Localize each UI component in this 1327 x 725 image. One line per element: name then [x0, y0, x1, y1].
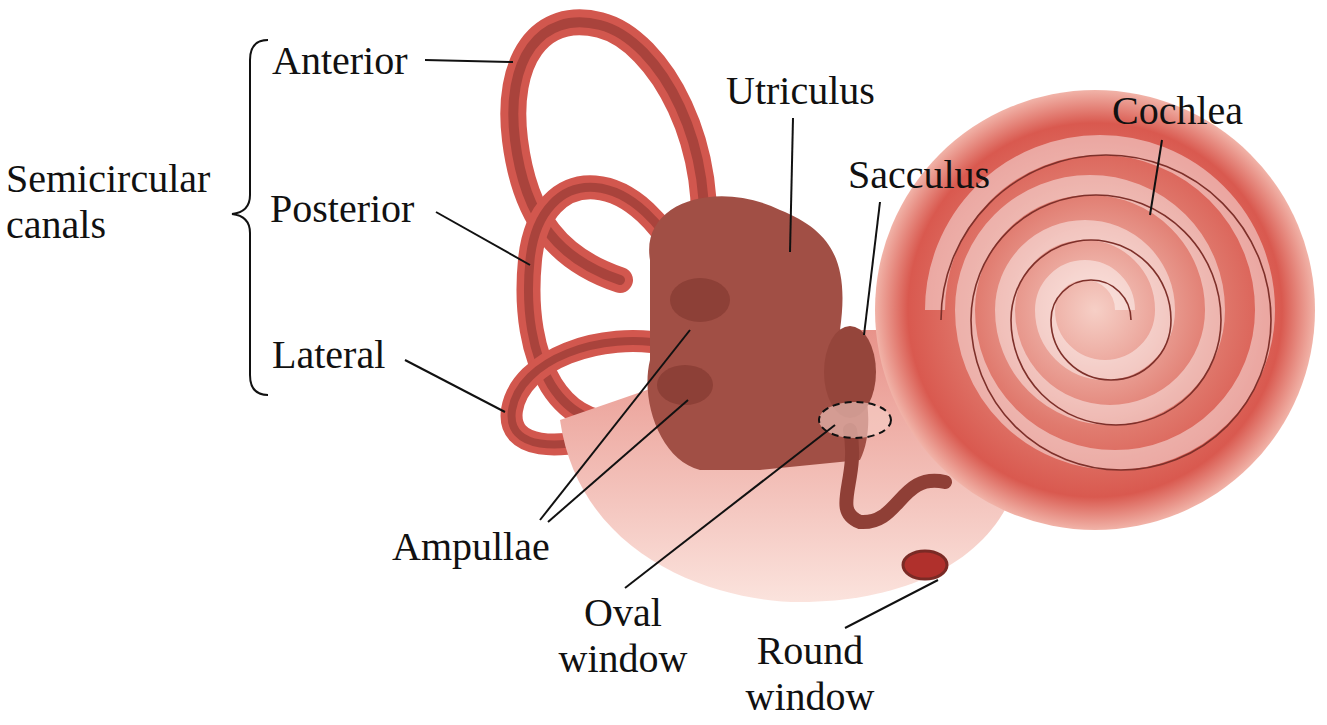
part-label: Oval window — [548, 590, 698, 682]
part-label: Ampullae — [392, 524, 550, 570]
oval-window-shape — [819, 402, 891, 438]
bracket — [232, 40, 268, 395]
ampulla — [657, 365, 713, 405]
ampulla — [670, 278, 730, 322]
part-label: Cochlea — [1112, 88, 1243, 134]
part-label: Lateral — [272, 332, 385, 378]
round-window-shape — [903, 551, 947, 579]
duct — [846, 430, 945, 522]
part-label: Sacculus — [848, 152, 990, 198]
part-label: Round window — [735, 628, 885, 720]
part-label: Posterior — [270, 186, 414, 232]
part-label: Anterior — [272, 38, 408, 84]
group-label: Semicircular canals — [6, 156, 236, 248]
part-label: Utriculus — [726, 68, 875, 114]
